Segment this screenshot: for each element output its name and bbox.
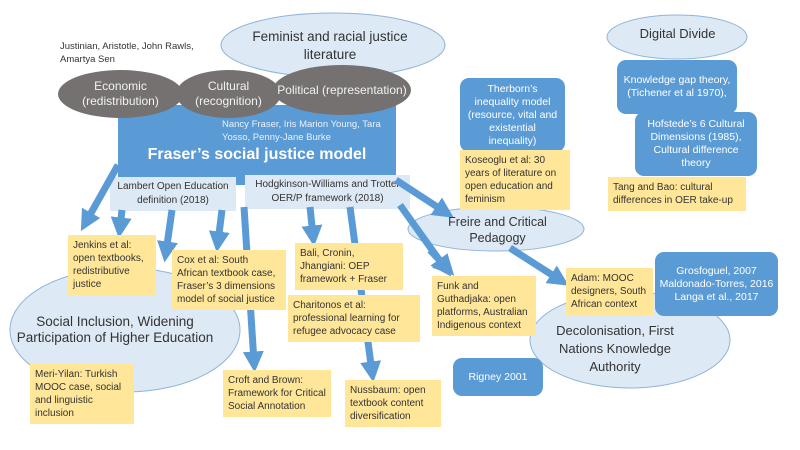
arrow-jenkins <box>110 209 132 239</box>
cox-note: Cox et al: South African textbook case, … <box>172 250 286 310</box>
arrow-adam <box>508 245 569 286</box>
decolonisation-cloud: Decolonisation, First Nations Knowledge … <box>556 323 674 374</box>
bali-note: Bali, Cronin, Jhangiani: OEP framework +… <box>295 243 403 290</box>
model-title: Fraser’s social justice model <box>147 146 367 163</box>
hofstede-box: Hofstede’s 6 Cultural Dimensions (1985),… <box>635 112 757 176</box>
freire-cloud: Freire and Critical Pedagogy <box>448 215 547 245</box>
therborn-box: Therborn’s inequality model (resource, v… <box>460 78 565 152</box>
charitonos-note: Charitonos et al: professional learning … <box>288 295 420 342</box>
meri-yilan-note: Meri-Yilan: Turkish MOOC case, social an… <box>30 364 134 424</box>
koseoglu-note: Koseoglu et al: 30 years of literature o… <box>460 150 570 210</box>
arrow-funk-long <box>397 202 452 277</box>
nussbaum-note: Nussbaum: open textbook content diversif… <box>345 380 441 427</box>
croft-note: Croft and Brown: Framework for Critical … <box>223 370 331 417</box>
rigney-box: Rigney 2001 <box>453 358 543 396</box>
philosophers-text: Justinian, Aristotle, John Rawls, Amarty… <box>60 41 194 65</box>
tang-note: Tang and Bao: cultural differences in OE… <box>608 177 746 211</box>
arrow-inclusion <box>157 209 178 263</box>
arrow-freire <box>394 177 454 218</box>
feminist-cloud: Feminist and racial justice literature <box>252 29 408 62</box>
social-inclusion-cloud: Social Inclusion, Widening Participation… <box>16 314 214 345</box>
arrow-left <box>80 163 122 232</box>
jenkins-note: Jenkins et al: open textbooks, redistrib… <box>68 235 156 295</box>
funk-note: Funk and Guthadjaka: open platforms, Aus… <box>432 276 536 336</box>
dimension-economic: Economic (redistribution) <box>58 70 183 118</box>
grosfoguel-box: Grosfoguel, 2007 Maldonado-Torres, 2016 … <box>655 252 778 316</box>
arrow-cox <box>208 209 230 253</box>
knowledge-gap-box: Knowledge gap theory, (Tichener et al 19… <box>617 60 737 114</box>
digital-divide-cloud: Digital Divide <box>639 26 716 41</box>
model-authors: Nancy Fraser, Iris Marion Young, Tara Yo… <box>222 119 381 143</box>
arrow-bali <box>301 206 323 247</box>
hodgkinson-box: Hodgkinson-Williams and Trotter OER/P fr… <box>245 175 410 209</box>
dimension-political: Political (representation) <box>273 65 411 115</box>
fraser-model-box <box>118 105 396 185</box>
dimension-cultural: Cultural (recognition) <box>176 70 281 118</box>
lambert-box: Lambert Open Education definition (2018) <box>110 177 236 211</box>
adam-note: Adam: MOOC designers, South African cont… <box>566 268 653 315</box>
digital-divide-cloud-shape <box>606 14 748 60</box>
